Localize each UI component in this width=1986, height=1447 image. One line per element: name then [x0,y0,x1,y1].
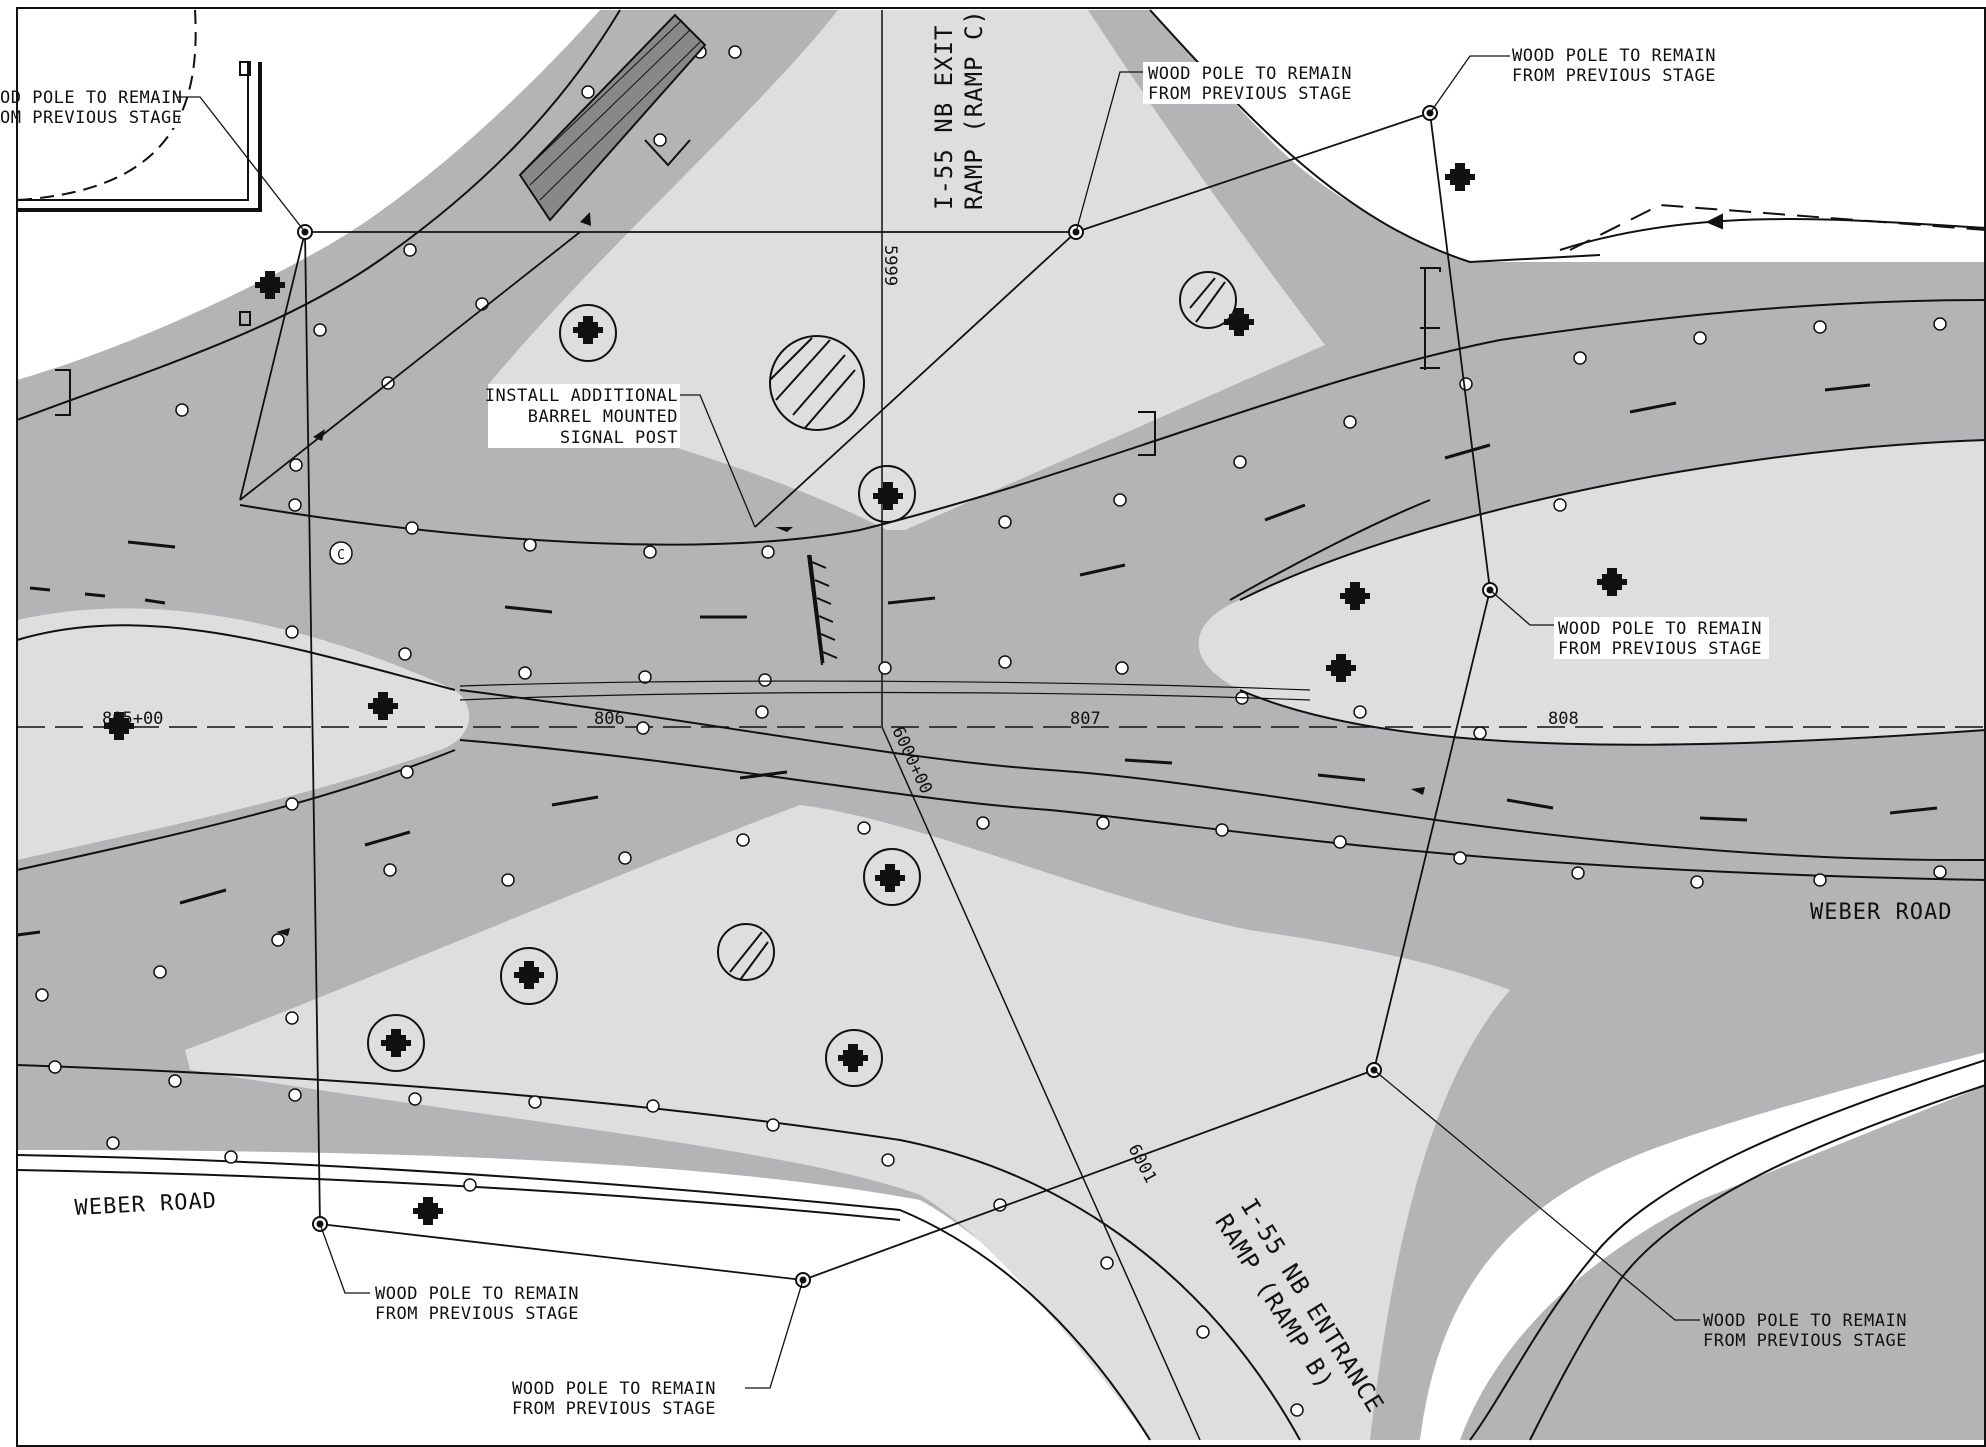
note-line-1: WOOD POLE TO REMAIN [375,1284,579,1304]
ramp-control-lines [881,10,1201,1441]
note-line-1: WOOD POLE TO REMAIN [1703,1311,1907,1331]
north-island [488,10,1325,530]
signal-head-icon [381,1029,411,1057]
removal-circle [717,923,775,981]
leader-lines [178,55,1700,1389]
note-line-2: FROM PREVIOUS STAGE [1148,84,1352,104]
signal-head-icon [255,271,285,299]
note-wood-pole-ne2: WOOD POLE TO REMAIN FROM PREVIOUS STAGE [1512,46,1716,86]
sw-corner-lot [17,1170,1130,1440]
signal-head-icon [875,864,905,892]
signal-head-icon [838,1044,868,1072]
signal-head-icon [104,712,134,740]
sheet-border [16,7,1986,1447]
signal-head-icon [1445,163,1475,191]
signal-head-icon [873,482,903,510]
station-805: 805+00 [102,709,163,729]
misc-symbols [55,139,1441,701]
note-line-2: FROM PREVIOUS STAGE [512,1399,716,1419]
signal-head-icon [1326,654,1356,682]
traffic-islands [185,10,1510,1440]
note-line-1: WOOD POLE TO REMAIN [1512,46,1716,66]
station-807: 807 [1070,709,1101,729]
ramp-ne-pavement [1460,1085,1986,1440]
span-wires [239,112,1491,1281]
signal-head-icon [368,692,398,720]
nw-building [16,9,262,326]
note-line-3: SIGNAL POST [560,428,678,448]
note-wood-pole-east: WOOD POLE TO REMAIN FROM PREVIOUS STAGE [1554,617,1769,659]
removed-items-hatched [367,271,1237,1087]
lane-stripes [16,383,1938,937]
removal-circle [367,1014,425,1072]
station-5999: 5999 [880,245,900,286]
removal-circle [863,848,921,906]
note-line-2: OM PREVIOUS STAGE [0,108,183,128]
note-wood-pole-south: WOOD POLE TO REMAIN FROM PREVIOUS STAGE [512,1379,716,1419]
construction-area [518,13,707,222]
removal-circle [825,1029,883,1087]
note-line-1: WOOD POLE TO REMAIN [512,1379,716,1399]
signal-head-icon [514,961,544,989]
station-808: 808 [1548,709,1579,729]
c-marker: C [329,541,353,565]
note-wood-pole-nw-partial: OD POLE TO REMAIN OM PREVIOUS STAGE [0,86,183,128]
note-wood-pole-ne1: WOOD POLE TO REMAIN FROM PREVIOUS STAGE [1143,62,1358,104]
hatched-crosswalk [807,554,838,666]
note-line-1: WOOD POLE TO REMAIN [1148,64,1352,84]
note-wood-pole-sw: WOOD POLE TO REMAIN FROM PREVIOUS STAGE [375,1284,579,1324]
ramp-c-line-2: RAMP (RAMP C) [960,9,988,210]
note-line-2: FROM PREVIOUS STAGE [1703,1331,1907,1351]
removal-circle [559,304,617,362]
note-line-2: FROM PREVIOUS STAGE [1558,639,1762,659]
note-line-1: WOOD POLE TO REMAIN [1558,619,1762,639]
removal-circle [769,335,865,431]
median-east [1198,440,1986,745]
ne-corner-lot [1150,10,1986,252]
signal-head-icon [413,1197,443,1225]
median-nose-west [17,608,470,860]
ne-curb-detail [1569,203,1986,251]
note-line-2: FROM PREVIOUS STAGE [1512,66,1716,86]
note-wood-pole-se: WOOD POLE TO REMAIN FROM PREVIOUS STAGE [1703,1311,1907,1351]
signal-head-icon [573,316,603,344]
note-line-1: INSTALL ADDITIONAL [485,386,678,406]
station-806: 806 [594,709,625,729]
signal-head-icon [1597,568,1627,596]
note-line-2: FROM PREVIOUS STAGE [375,1304,579,1324]
arrowheads [276,212,1425,936]
south-island [185,805,1510,1440]
note-line-2: BARREL MOUNTED [528,407,678,427]
removal-circle [500,947,558,1005]
removal-circle [858,465,916,523]
ramp-c-label: I-55 NB EXIT RAMP (RAMP C) [930,9,988,210]
note-install-signal-post: INSTALL ADDITIONAL BARREL MOUNTED SIGNAL… [485,384,680,448]
edge-lines [16,9,1986,1441]
signal-head-icon [1340,582,1370,610]
signal-heads [104,163,1627,1225]
removal-circle [1179,271,1237,329]
note-line-1: OD POLE TO REMAIN [0,88,183,108]
unpaved-areas [17,10,1986,1440]
c-marker-label: C [337,548,345,563]
ramp-c-line-1: I-55 NB EXIT [930,25,958,210]
road-name-weber-east: WEBER ROAD [1810,900,1952,925]
